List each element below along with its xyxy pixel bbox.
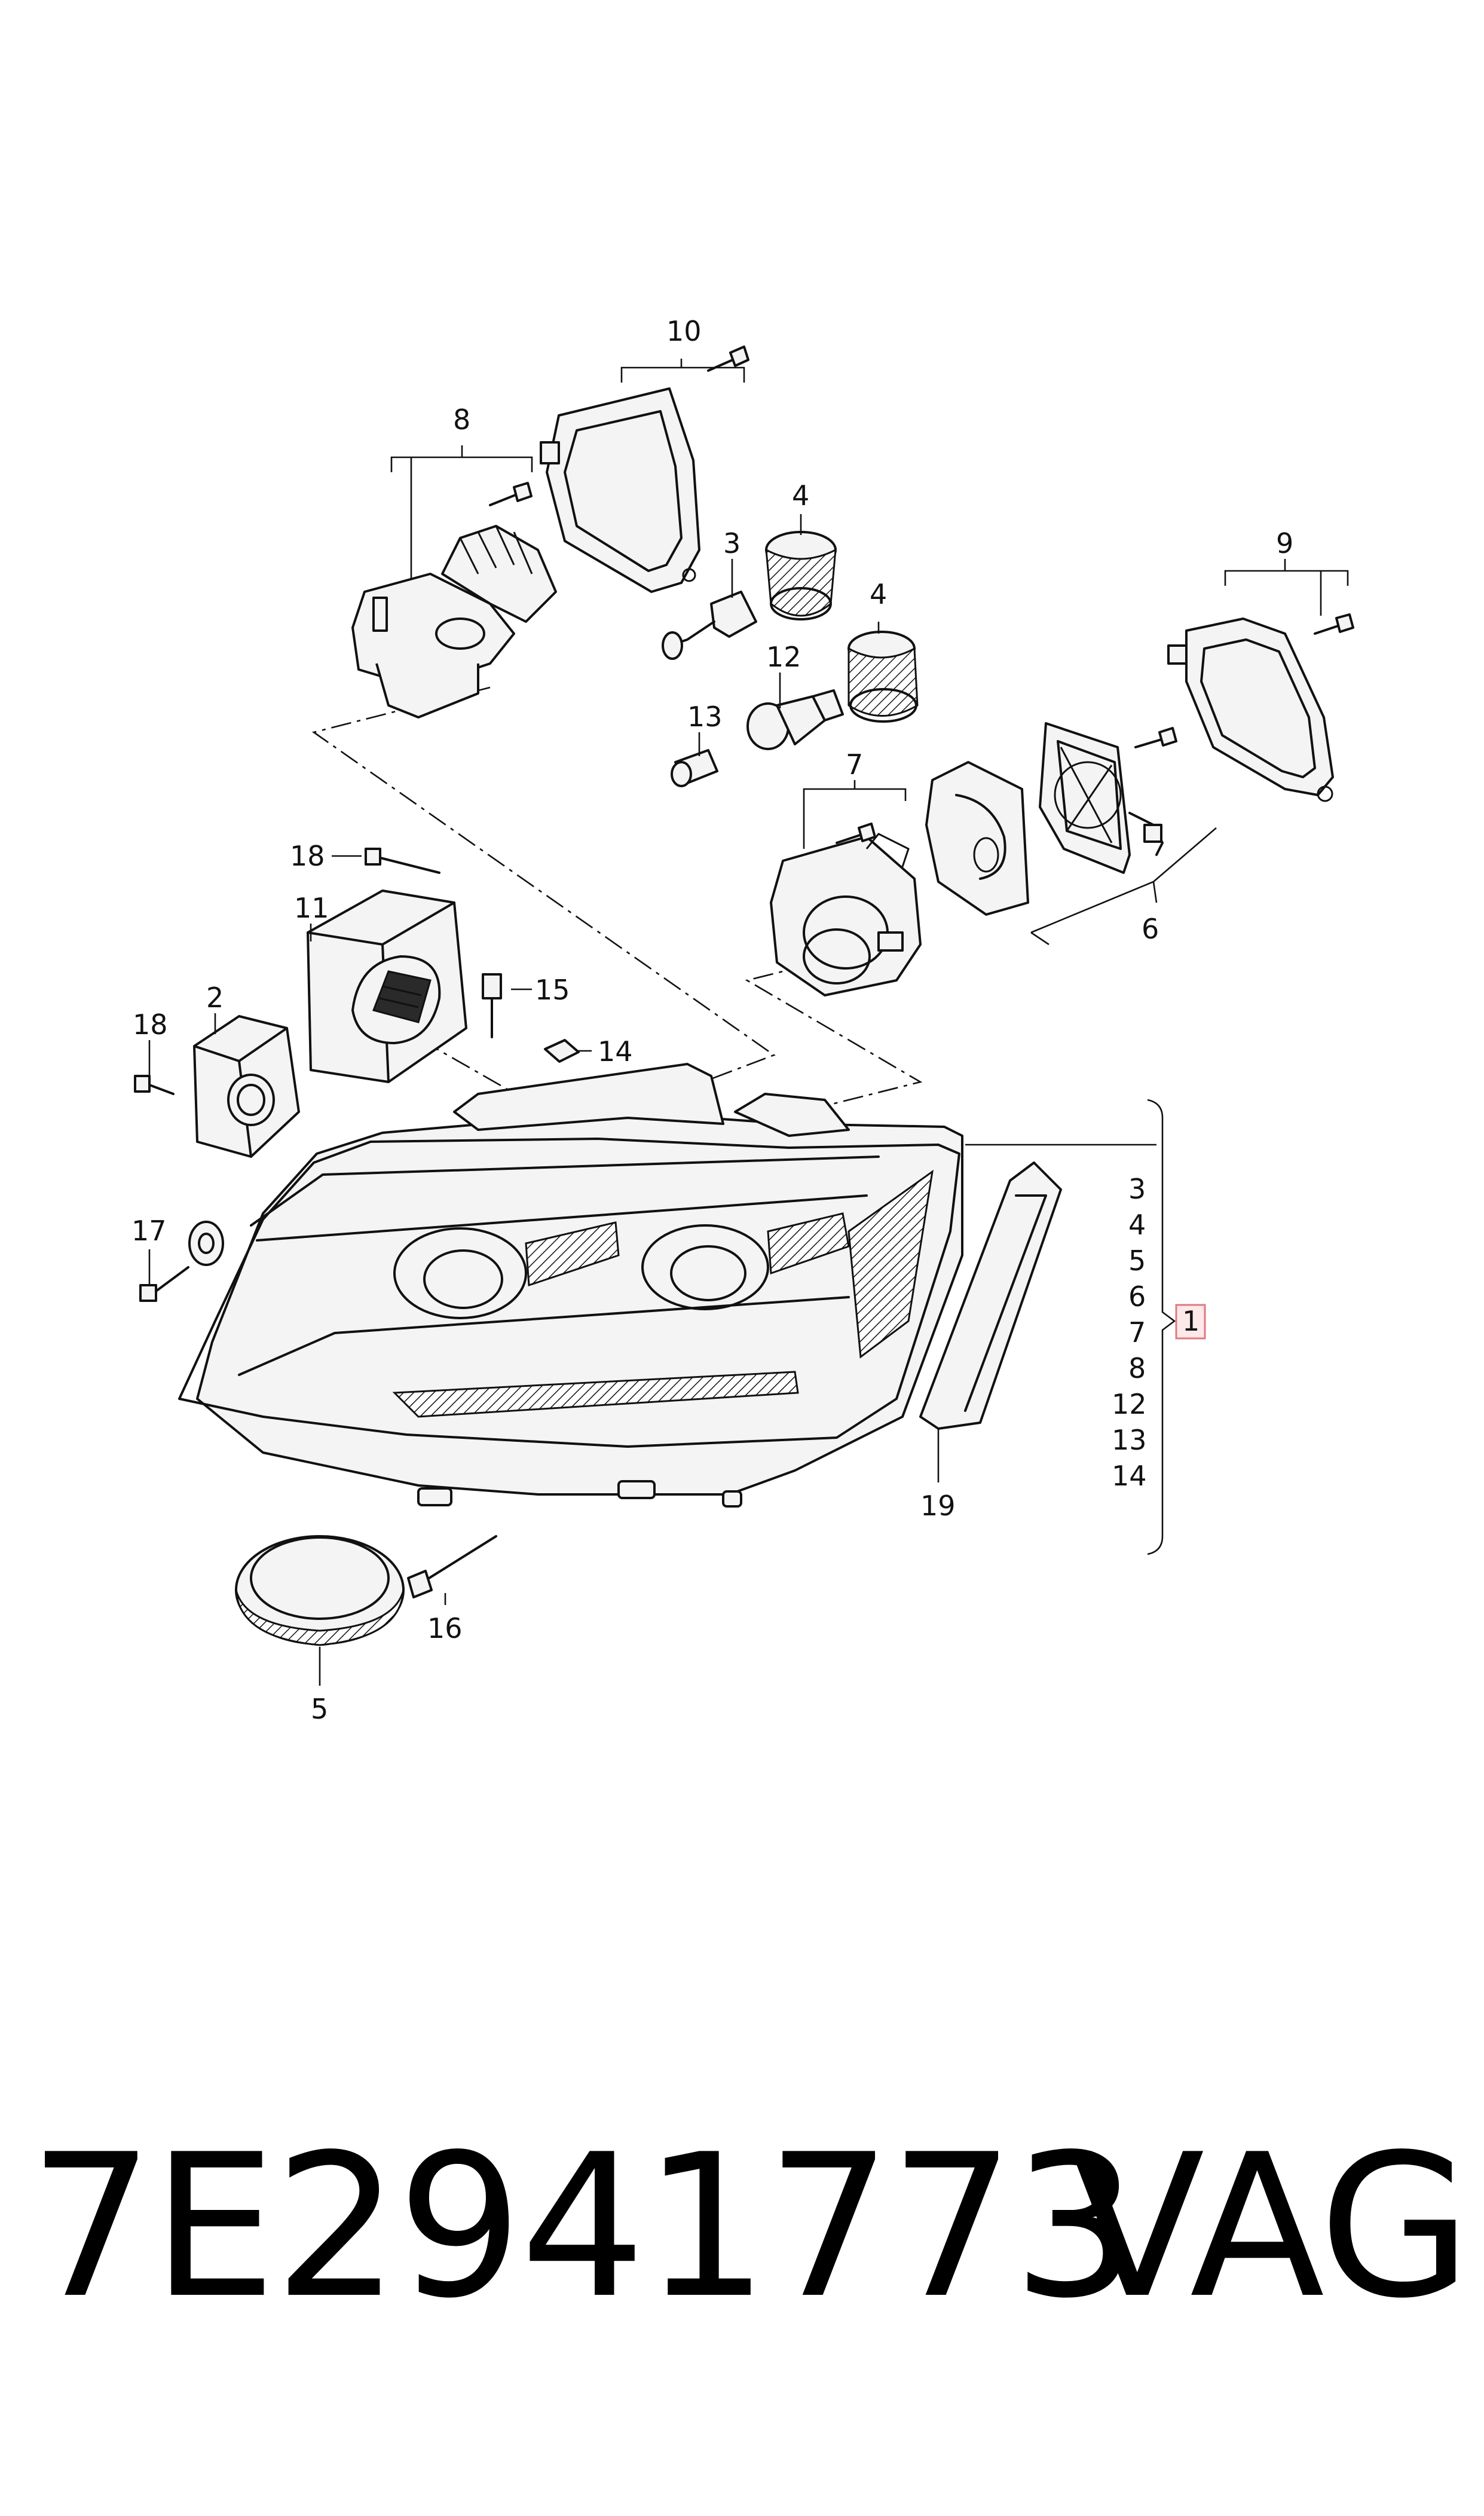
- assembly-highlight-box: [1175, 1304, 1206, 1340]
- assembly-contents-list: 3 4 5 6 7 8 12 13 14: [1112, 1173, 1147, 1492]
- high-beam-projector: [641, 1212, 850, 1310]
- callout-4: 4: [792, 479, 809, 512]
- part-8-control-module: [351, 525, 557, 719]
- callout-18: 18: [290, 840, 325, 872]
- part-11-ballast-unit: [307, 889, 467, 1083]
- part-1-headlight-assembly: [178, 1063, 963, 1508]
- part-2-igniter: [193, 1015, 300, 1158]
- part-6-cover: [925, 761, 1029, 916]
- screw-icon: [365, 848, 440, 874]
- screw-icon: [1134, 727, 1177, 748]
- callout-13: 13: [687, 701, 723, 733]
- list-item: 8: [1128, 1352, 1146, 1384]
- callout-16: 16: [427, 1612, 463, 1644]
- callout-2: 2: [206, 982, 224, 1014]
- callout-17: 17: [131, 1215, 167, 1247]
- callout-12: 12: [766, 641, 801, 673]
- part-4-ring-upper: [765, 531, 837, 620]
- list-item: 14: [1112, 1460, 1147, 1492]
- list-item: 6: [1128, 1280, 1146, 1313]
- callout-8: 8: [453, 403, 470, 436]
- part-13-bulb: [671, 749, 718, 787]
- part-3-bulb: [662, 591, 757, 660]
- callout-9: 9: [1276, 527, 1293, 560]
- callout-11: 11: [294, 892, 329, 924]
- part-12-bulb: [746, 689, 844, 750]
- part-number: 7E2941773: [29, 2112, 1138, 2341]
- leader-lines: [148, 359, 1349, 1686]
- part-16-screw: [407, 1535, 497, 1598]
- list-item: 13: [1112, 1424, 1147, 1456]
- part-17-grommet: [139, 1221, 224, 1302]
- part-15-bolt: [482, 973, 502, 1038]
- part-5-cap: [235, 1535, 405, 1646]
- list-item: 4: [1128, 1209, 1146, 1241]
- callout-4: 4: [870, 578, 887, 610]
- low-beam-projector: [393, 1221, 620, 1319]
- screw-icon: [707, 346, 749, 372]
- callout-5: 5: [311, 1693, 328, 1725]
- callout-labels: 10 8 3 4 4 12 13 7 9 6 18 11 15 14 2 18 …: [131, 315, 1293, 1725]
- screw-icon: [836, 823, 876, 844]
- list-item: 3: [1128, 1173, 1146, 1205]
- list-item: 5: [1128, 1245, 1146, 1277]
- callout-3: 3: [723, 527, 741, 560]
- list-item: 7: [1128, 1316, 1146, 1349]
- callout-18: 18: [133, 1008, 168, 1041]
- screw-icon: [1314, 613, 1354, 635]
- part-10-seal-frame: [540, 387, 700, 593]
- callout-14: 14: [598, 1035, 633, 1068]
- part-6-fan: [1039, 722, 1164, 874]
- callout-19: 19: [920, 1490, 956, 1522]
- part-4-ring-lower: [847, 631, 919, 723]
- brand-label: VAG: [1070, 2112, 1471, 2341]
- part-19-side-trim: [919, 1161, 1062, 1430]
- callout-1: 1: [1182, 1305, 1200, 1337]
- callout-7: 7: [846, 748, 863, 781]
- screw-icon: [134, 1075, 175, 1095]
- callout-15: 15: [535, 974, 570, 1006]
- part-14-clip-nut: [544, 1039, 580, 1063]
- callout-10: 10: [666, 315, 702, 347]
- screw-icon: [489, 482, 533, 506]
- callout-6: 6: [1142, 913, 1159, 945]
- part-7-projector-module: [770, 833, 922, 996]
- list-item: 12: [1112, 1388, 1147, 1420]
- part-9-rear-frame: [1167, 617, 1334, 802]
